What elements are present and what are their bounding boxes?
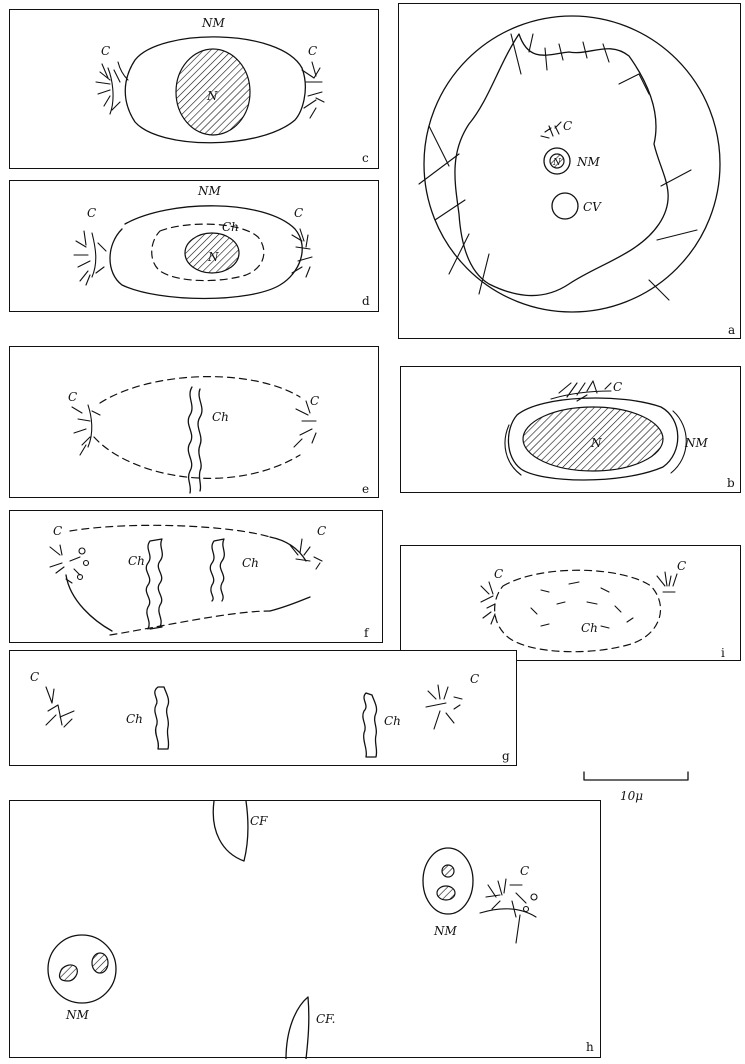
label-nm-left: NM — [65, 1008, 90, 1022]
label-c: C — [520, 864, 529, 878]
label-nm: NM — [201, 16, 226, 30]
centrosome-left — [481, 582, 495, 624]
spindle-outline — [94, 377, 300, 479]
chromosome-right — [363, 693, 377, 757]
field-circle — [424, 16, 720, 312]
panel-c: NM C C N c — [9, 9, 379, 169]
label-nm: NM — [684, 436, 709, 450]
label-c-right: C — [677, 559, 686, 573]
panel-letter: f — [364, 626, 370, 640]
label-n: N — [206, 89, 218, 103]
label-nm: NM — [576, 155, 601, 169]
label-cv: CV — [583, 200, 602, 214]
centrosome-left — [50, 545, 89, 583]
panel-letter: h — [586, 1040, 594, 1054]
label-ch-left: Ch — [126, 712, 143, 726]
centrosome-right — [426, 685, 462, 729]
label-ch-left: Ch — [128, 554, 145, 568]
panel-letter: g — [502, 749, 510, 763]
label-c-right: C — [310, 394, 319, 408]
label-n: N — [590, 436, 602, 450]
label-nm: NM — [197, 184, 222, 198]
label-ch: Ch — [212, 410, 229, 424]
cleavage-furrow-top — [213, 801, 248, 861]
label-c-left: C — [87, 206, 96, 220]
label-c: C — [563, 119, 572, 133]
label-n: N — [552, 158, 562, 168]
centrosome — [541, 122, 561, 138]
centrosome-left — [72, 405, 100, 455]
label-c-right: C — [317, 524, 326, 538]
label-cf-bottom: CF. — [316, 1012, 335, 1026]
spindle-outline — [70, 525, 270, 635]
scale-bar-label: 10μ — [620, 789, 643, 803]
label-c-right: C — [294, 206, 303, 220]
chromosome-group-right — [210, 539, 224, 601]
panel-f: C C Ch Ch f — [9, 510, 383, 643]
panel-i: C C Ch i — [400, 545, 741, 661]
panel-b: C N NM b — [400, 366, 741, 493]
panel-letter: b — [727, 476, 735, 490]
panel-d: NM C C Ch N d — [9, 180, 379, 312]
chromosome-left — [155, 687, 169, 749]
label-nm-right: NM — [433, 924, 458, 938]
panel-e: C C Ch e — [9, 346, 379, 498]
cleavage-furrow-bottom — [286, 997, 309, 1059]
chromosome-plate — [188, 387, 202, 493]
centrosome-left — [74, 231, 106, 285]
label-c-right: C — [308, 44, 317, 58]
label-c-left: C — [30, 670, 39, 684]
panel-letter: i — [721, 646, 725, 660]
centrosome-right — [290, 539, 322, 569]
centrosome — [480, 879, 537, 943]
panel-a: C N NM CV a — [398, 3, 741, 339]
panel-h: CF C NM NM CF. h — [9, 800, 601, 1058]
centrosome-left — [46, 687, 74, 727]
label-c-left: C — [101, 44, 110, 58]
label-ch-right: Ch — [384, 714, 401, 728]
chromosome-group-left — [146, 539, 162, 629]
label-ch-right: Ch — [242, 556, 259, 570]
label-n: N — [207, 250, 219, 264]
panel-letter: c — [362, 151, 369, 165]
centrosome-right — [657, 572, 677, 592]
contractile-vacuole — [552, 193, 578, 219]
panel-letter: d — [362, 294, 370, 308]
label-c-left: C — [53, 524, 62, 538]
panel-letter: a — [728, 323, 735, 337]
label-cf-top: CF — [250, 814, 268, 828]
label-ch: Ch — [222, 220, 239, 234]
label-c-left: C — [494, 567, 503, 581]
label-ch: Ch — [581, 621, 598, 635]
label-c-right: C — [470, 672, 479, 686]
label-c: C — [613, 380, 622, 394]
panel-g: C Ch Ch C g — [9, 650, 517, 766]
centrosome-left — [96, 62, 128, 114]
panel-letter: e — [362, 482, 369, 496]
label-c-left: C — [68, 390, 77, 404]
nuclear-membrane-right — [423, 848, 473, 914]
